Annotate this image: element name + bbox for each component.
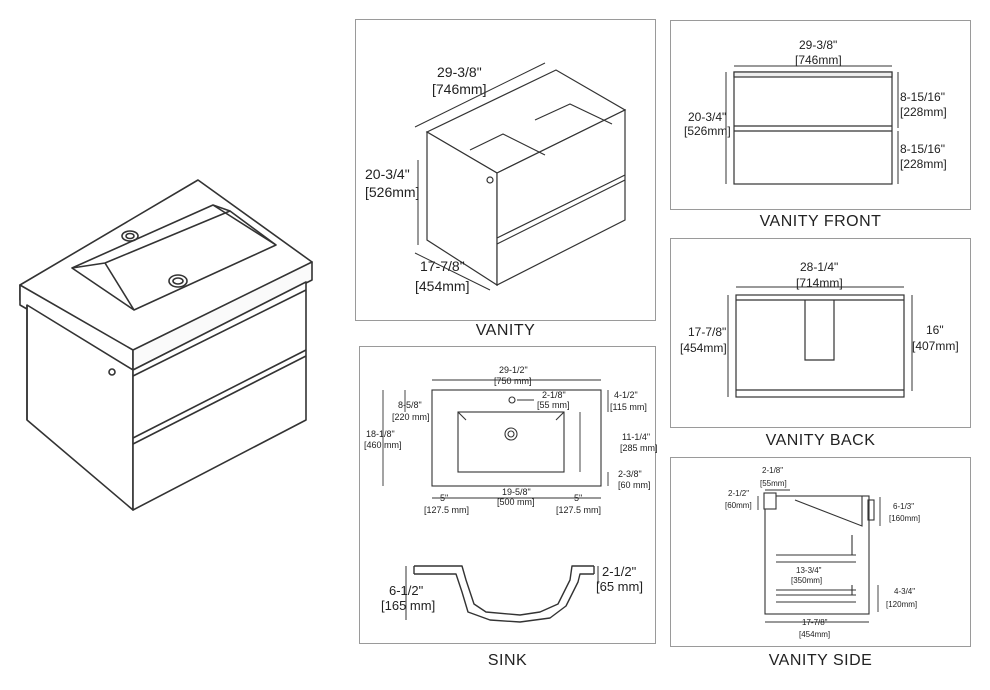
back-height-label: 17-7/8": [688, 325, 726, 339]
sink-width-label: 29-1/2": [499, 365, 528, 375]
sink-side-left-label: 5": [440, 493, 448, 503]
sink-section-rim-mm: [65 mm]: [596, 579, 643, 594]
back-height-mm: [454mm]: [680, 341, 727, 355]
sink-bottom-margin-label: 2-3/8": [618, 469, 642, 479]
sink-side-left-mm: [127.5 mm]: [424, 505, 469, 515]
sink-caption: SINK: [487, 652, 528, 669]
side-lower-mm: [120mm]: [886, 600, 917, 609]
front-drawer1-label: 8-15/16": [900, 90, 945, 104]
side-panel: [670, 457, 971, 647]
sink-section-rim-label: 2-1/2": [602, 564, 637, 579]
front-drawer2-mm: [228mm]: [900, 157, 947, 171]
sink-tap-offset-mm: [55 mm]: [537, 400, 570, 410]
front-drawer2-label: 8-15/16": [900, 142, 945, 156]
sink-bottom-margin-mm: [60 mm]: [618, 480, 651, 490]
sink-section-height-mm: [165 mm]: [381, 598, 435, 613]
sink-tap-offset-label: 2-1/8": [542, 390, 566, 400]
vanity-caption: VANITY: [475, 322, 536, 339]
side-drawer-mm: [350mm]: [791, 576, 822, 585]
vanity-height-label: 20-3/4": [365, 166, 410, 182]
sink-basin-width-mm: [500 mm]: [497, 497, 535, 507]
side-top-mm: [55mm]: [760, 479, 787, 488]
side-drawer-label: 13-3/4": [796, 566, 822, 575]
sink-width-mm: [750 mm]: [494, 376, 532, 386]
sink-basin-height-label: 11-1/4": [622, 432, 650, 442]
back-width-mm: [714mm]: [796, 276, 843, 290]
sink-basin-height-mm: [285 mm]: [620, 443, 658, 453]
front-width-label: 29-3/8": [799, 38, 837, 52]
sink-section-height-label: 6-1/2": [389, 583, 424, 598]
vanity-height-mm: [526mm]: [365, 184, 419, 200]
side-top-label: 2-1/8": [762, 466, 783, 475]
front-caption: VANITY FRONT: [759, 213, 882, 230]
sink-left-upper-label: 8-5/8": [398, 400, 422, 410]
side-left-label: 2-1/2": [728, 489, 749, 498]
side-right-label: 6-1/3": [893, 502, 914, 511]
sink-side-right-mm: [127.5 mm]: [556, 505, 601, 515]
sink-side-right-label: 5": [574, 493, 582, 503]
sink-top-margin-mm: [115 mm]: [610, 402, 647, 412]
back-caption: VANITY BACK: [765, 432, 876, 449]
vanity-width-label: 29-3/8": [437, 64, 482, 80]
sink-top-margin-label: 4-1/2": [614, 390, 638, 400]
side-right-mm: [160mm]: [889, 514, 920, 523]
side-caption: VANITY SIDE: [768, 652, 873, 669]
sink-left-total-mm: [460 mm]: [364, 440, 402, 450]
back-right-label: 16": [926, 323, 944, 337]
vanity-depth-label: 17-7/8": [420, 258, 465, 274]
sink-basin-width-label: 19-5/8": [502, 487, 531, 497]
front-width-mm: [746mm]: [795, 53, 842, 67]
vanity-width-mm: [746mm]: [432, 81, 486, 97]
side-lower-label: 4-3/4": [894, 587, 915, 596]
side-depth-mm: [454mm]: [799, 630, 830, 639]
side-left-mm: [60mm]: [725, 501, 752, 510]
front-height-label: 20-3/4": [688, 110, 726, 124]
front-height-mm: [526mm]: [684, 124, 731, 138]
vanity-depth-mm: [454mm]: [415, 278, 469, 294]
front-drawer1-mm: [228mm]: [900, 105, 947, 119]
side-depth-label: 17-7/8": [802, 618, 828, 627]
sink-left-upper-mm: [220 mm]: [392, 412, 430, 422]
sink-left-total-label: 18-1/8": [366, 429, 395, 439]
back-right-mm: [407mm]: [912, 339, 959, 353]
back-width-label: 28-1/4": [800, 260, 838, 274]
